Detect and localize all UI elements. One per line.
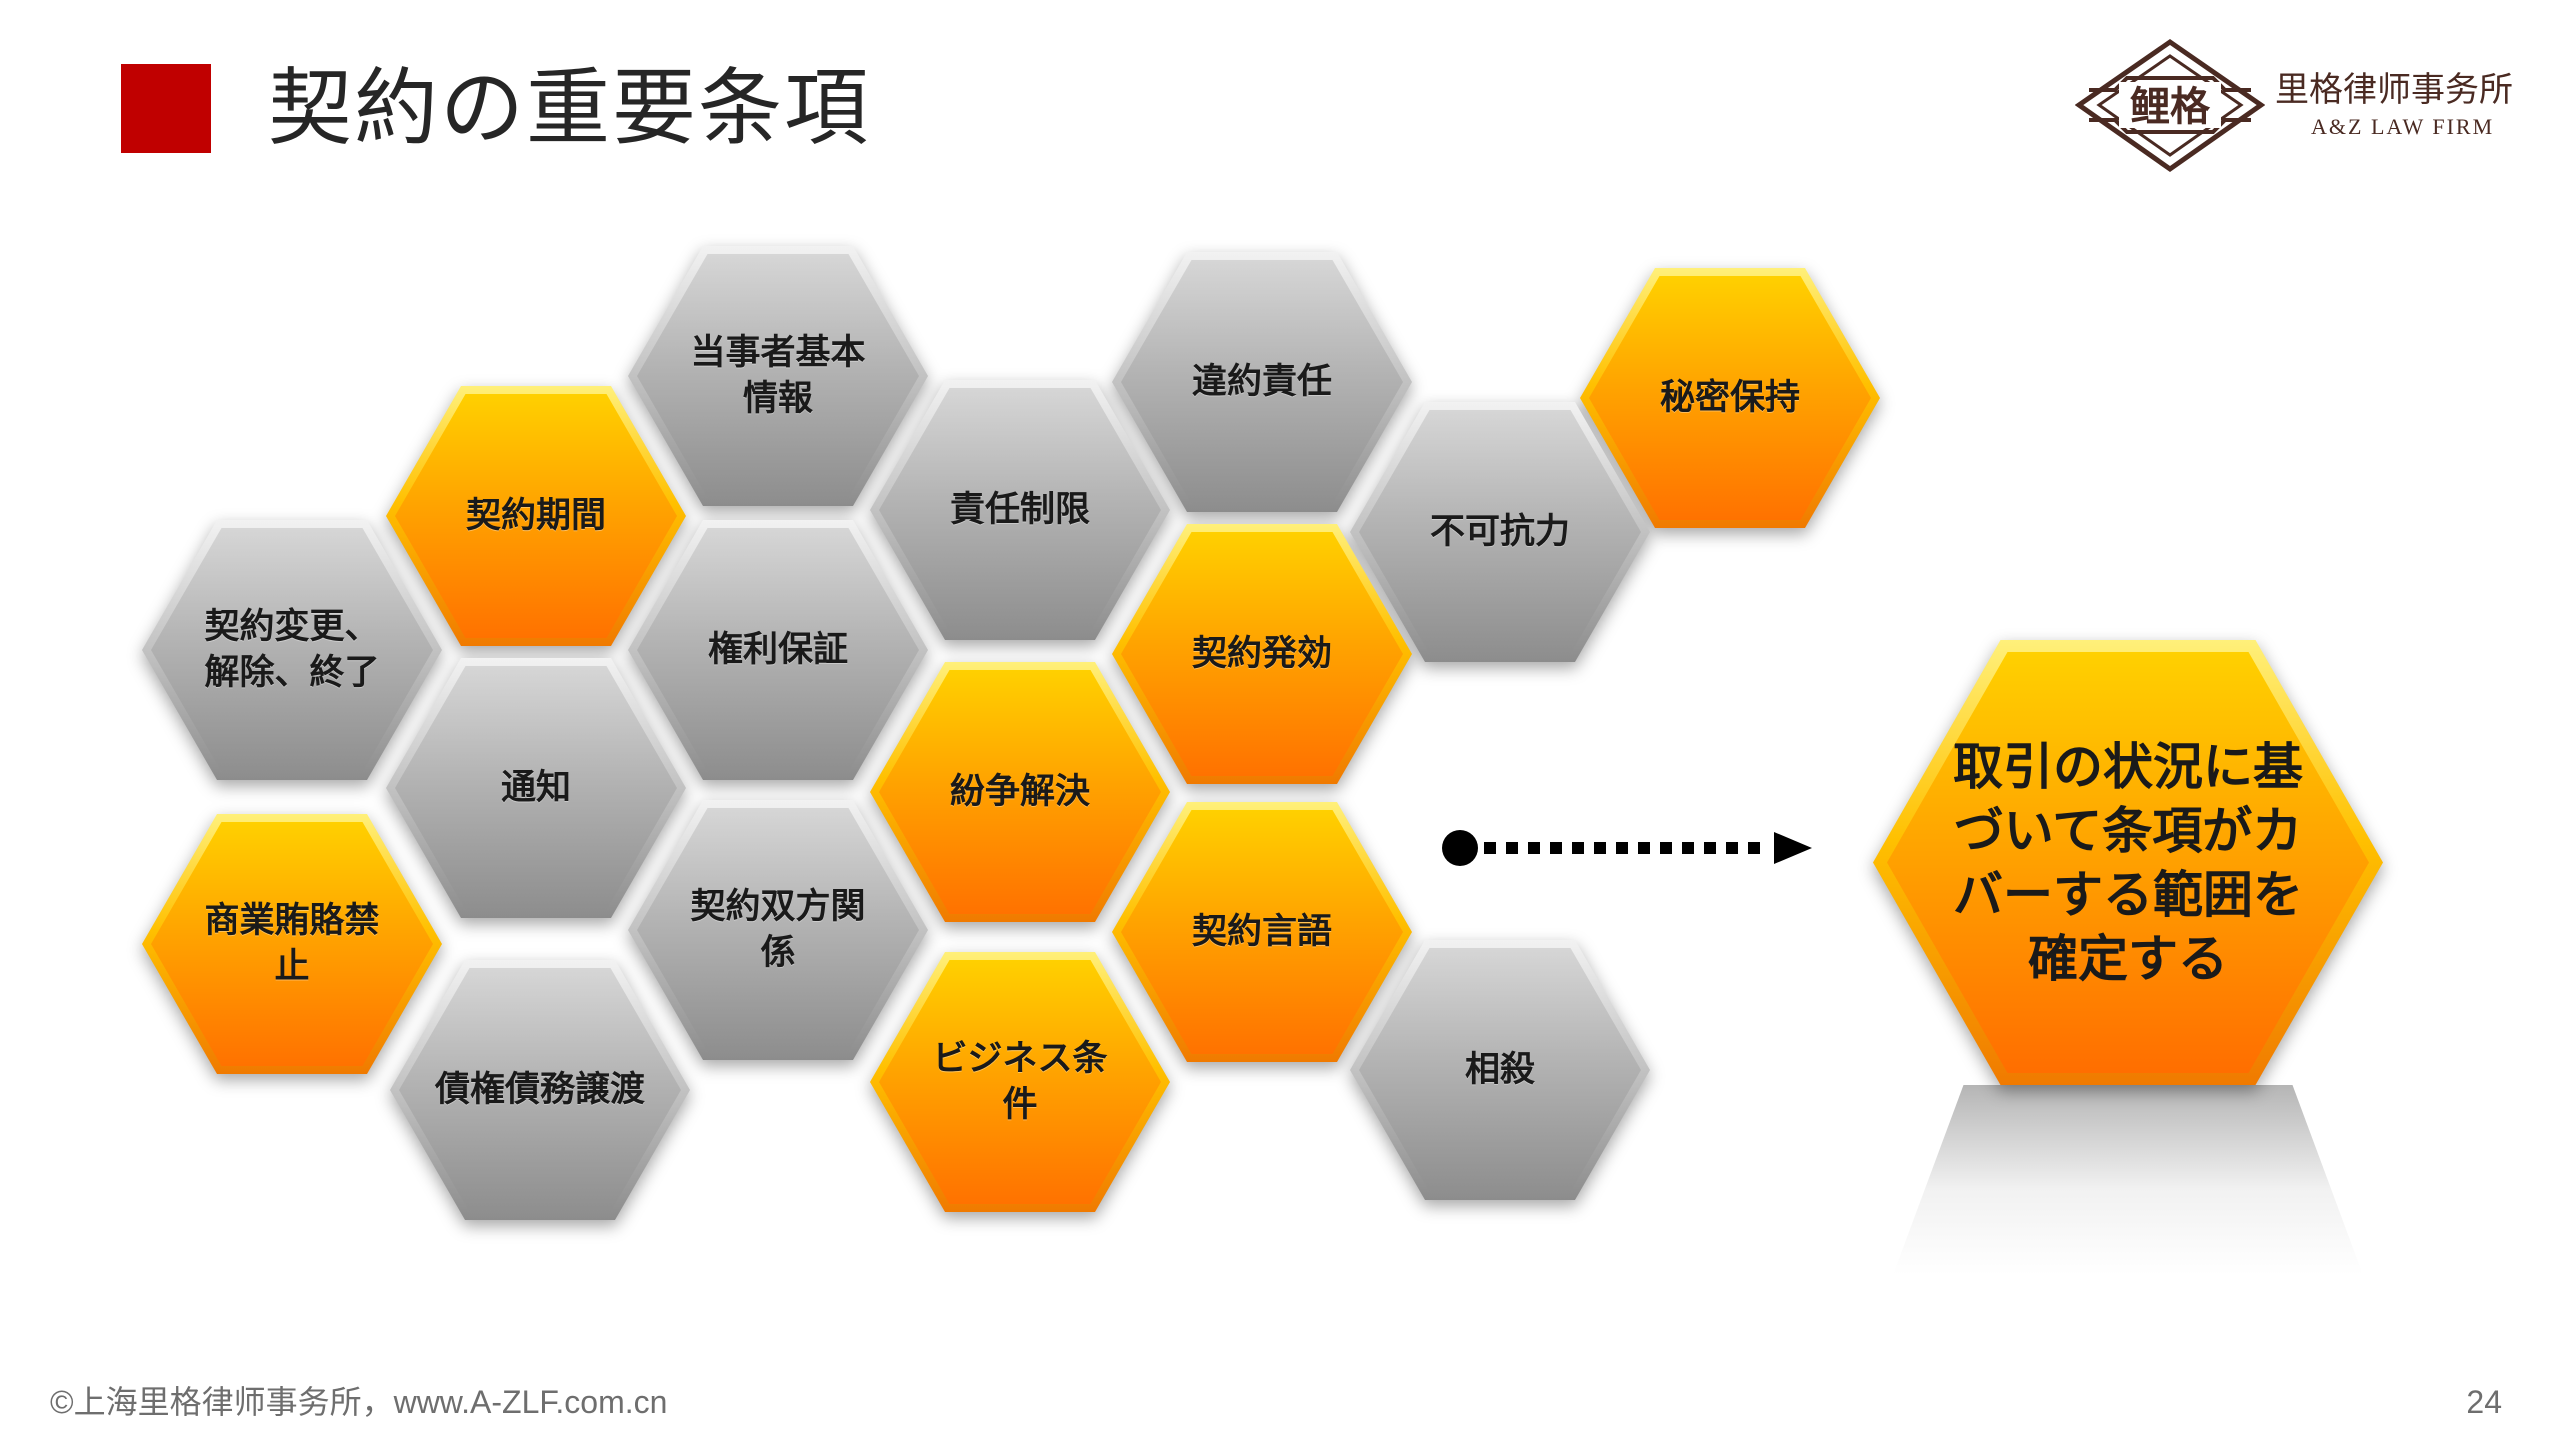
hex-effectiveness: 契約発効 [1112, 524, 1412, 784]
slide-title: 契約の重要条項 [268, 59, 871, 157]
hex-label: 秘密保持 [1659, 378, 1800, 418]
hex-contract-term: 契約期間 [386, 386, 686, 646]
hex-label: 債権債務譲渡 [434, 1070, 645, 1110]
hex-confidentiality: 秘密保持 [1580, 268, 1880, 528]
hex-label: 通知 [500, 768, 571, 808]
hex-party-info: 当事者基本 情報 [628, 246, 928, 506]
hex-label: 契約期間 [465, 496, 606, 536]
hex-label: 当事者基本 情報 [690, 333, 866, 419]
hex-change-termination: 契約変更、 解除、終了 [142, 520, 442, 780]
hex-label: 不可抗力 [1429, 512, 1570, 552]
hex-label: 商業賄賂禁 止 [204, 901, 380, 987]
hex-assignment: 債権債務譲渡 [390, 960, 690, 1220]
hex-warranty: 権利保証 [628, 520, 928, 780]
hex-contract-language: 契約言語 [1112, 802, 1412, 1062]
page-number: 24 [2466, 1384, 2502, 1420]
hex-anti-bribery: 商業賄賂禁 止 [142, 814, 442, 1074]
summary-hexagon: 取引の状況に基 づいて条項がカ バーする範囲を 確定する [1873, 640, 2383, 1085]
summary-hexagon-group: 取引の状況に基 づいて条項がカ バーする範囲を 確定する [1873, 640, 2383, 1280]
hex-label: 契約双方関 係 [690, 887, 866, 973]
hex-notice: 通知 [386, 658, 686, 918]
summary-label: 取引の状況に基 づいて条項がカ バーする範囲を 確定する [1953, 737, 2303, 988]
firm-logo: 鲤格 里格律师事务所 A&Z LAW FIRM [2075, 38, 2535, 173]
hex-liability-breach: 違約責任 [1112, 252, 1412, 512]
hex-label: 相殺 [1464, 1050, 1535, 1090]
hex-label: 権利保証 [707, 630, 848, 670]
dotted-arrow [1442, 830, 1812, 866]
summary-reflection [1893, 1085, 2363, 1275]
logo-mark-icon: 鲤格 [2075, 38, 2265, 173]
hex-label: 違約責任 [1191, 362, 1332, 402]
hex-label: 契約発効 [1191, 634, 1332, 674]
logo-name-en: A&Z LAW FIRM [2311, 114, 2495, 139]
logo-mark-text: 鲤格 [2130, 83, 2211, 130]
hex-set-off: 相殺 [1350, 940, 1650, 1200]
title-accent-square [121, 64, 211, 153]
hex-label: 契約言語 [1191, 912, 1332, 952]
hex-party-relationship: 契約双方関 係 [628, 800, 928, 1060]
hex-label: 契約変更、 解除、終了 [204, 607, 380, 693]
hex-dispute-resolution: 紛争解決 [870, 662, 1170, 922]
footer-copyright: ©上海里格律师事务所，www.A-ZLF.com.cn [50, 1384, 668, 1420]
hex-business-terms: ビジネス条 件 [870, 952, 1170, 1212]
hex-label: 責任制限 [949, 490, 1090, 530]
hex-label: ビジネス条 件 [932, 1039, 1108, 1125]
logo-name-cn: 里格律师事务所 [2275, 70, 2513, 110]
hex-label: 紛争解決 [949, 772, 1090, 812]
hex-liability-limit: 責任制限 [870, 380, 1170, 640]
